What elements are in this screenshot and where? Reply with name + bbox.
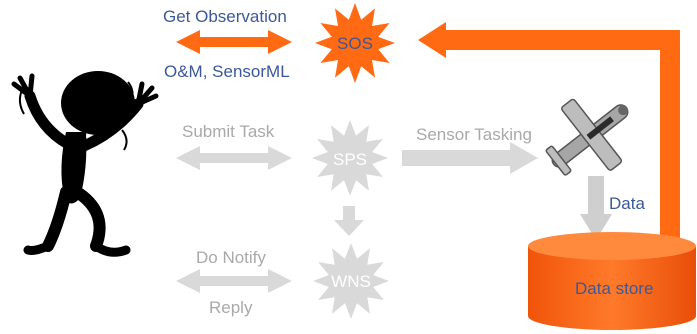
om-sensorml-label: O&M, SensorML	[164, 62, 290, 81]
data-store-cylinder	[528, 232, 696, 330]
datastore-to-sos-arrow	[418, 22, 680, 246]
sos-service-label: SOS	[337, 34, 373, 53]
submit-task-label: Submit Task	[182, 122, 275, 141]
get-observation-label: Get Observation	[163, 7, 287, 26]
sos-double-arrow	[176, 30, 292, 54]
sps-to-wns-arrow	[334, 206, 364, 236]
wns-service-label: WNS	[331, 272, 371, 291]
user-figure	[11, 71, 159, 257]
sensor-tasking-arrow	[402, 142, 538, 174]
sos-service-node	[315, 3, 395, 83]
reply-label: Reply	[209, 298, 253, 317]
wns-service-node	[313, 243, 389, 319]
sps-service-label: SPS	[332, 150, 368, 169]
wns-double-arrow	[176, 269, 292, 293]
sps-service-node	[312, 120, 388, 196]
sensor-to-datastore-arrow	[580, 176, 612, 240]
sensor-aircraft-icon	[545, 98, 629, 176]
data-label: Data	[609, 194, 645, 213]
sensor-tasking-label: Sensor Tasking	[416, 125, 532, 144]
sps-double-arrow	[176, 146, 292, 170]
do-notify-label: Do Notify	[196, 248, 266, 267]
data-store-label: Data store	[575, 279, 654, 298]
